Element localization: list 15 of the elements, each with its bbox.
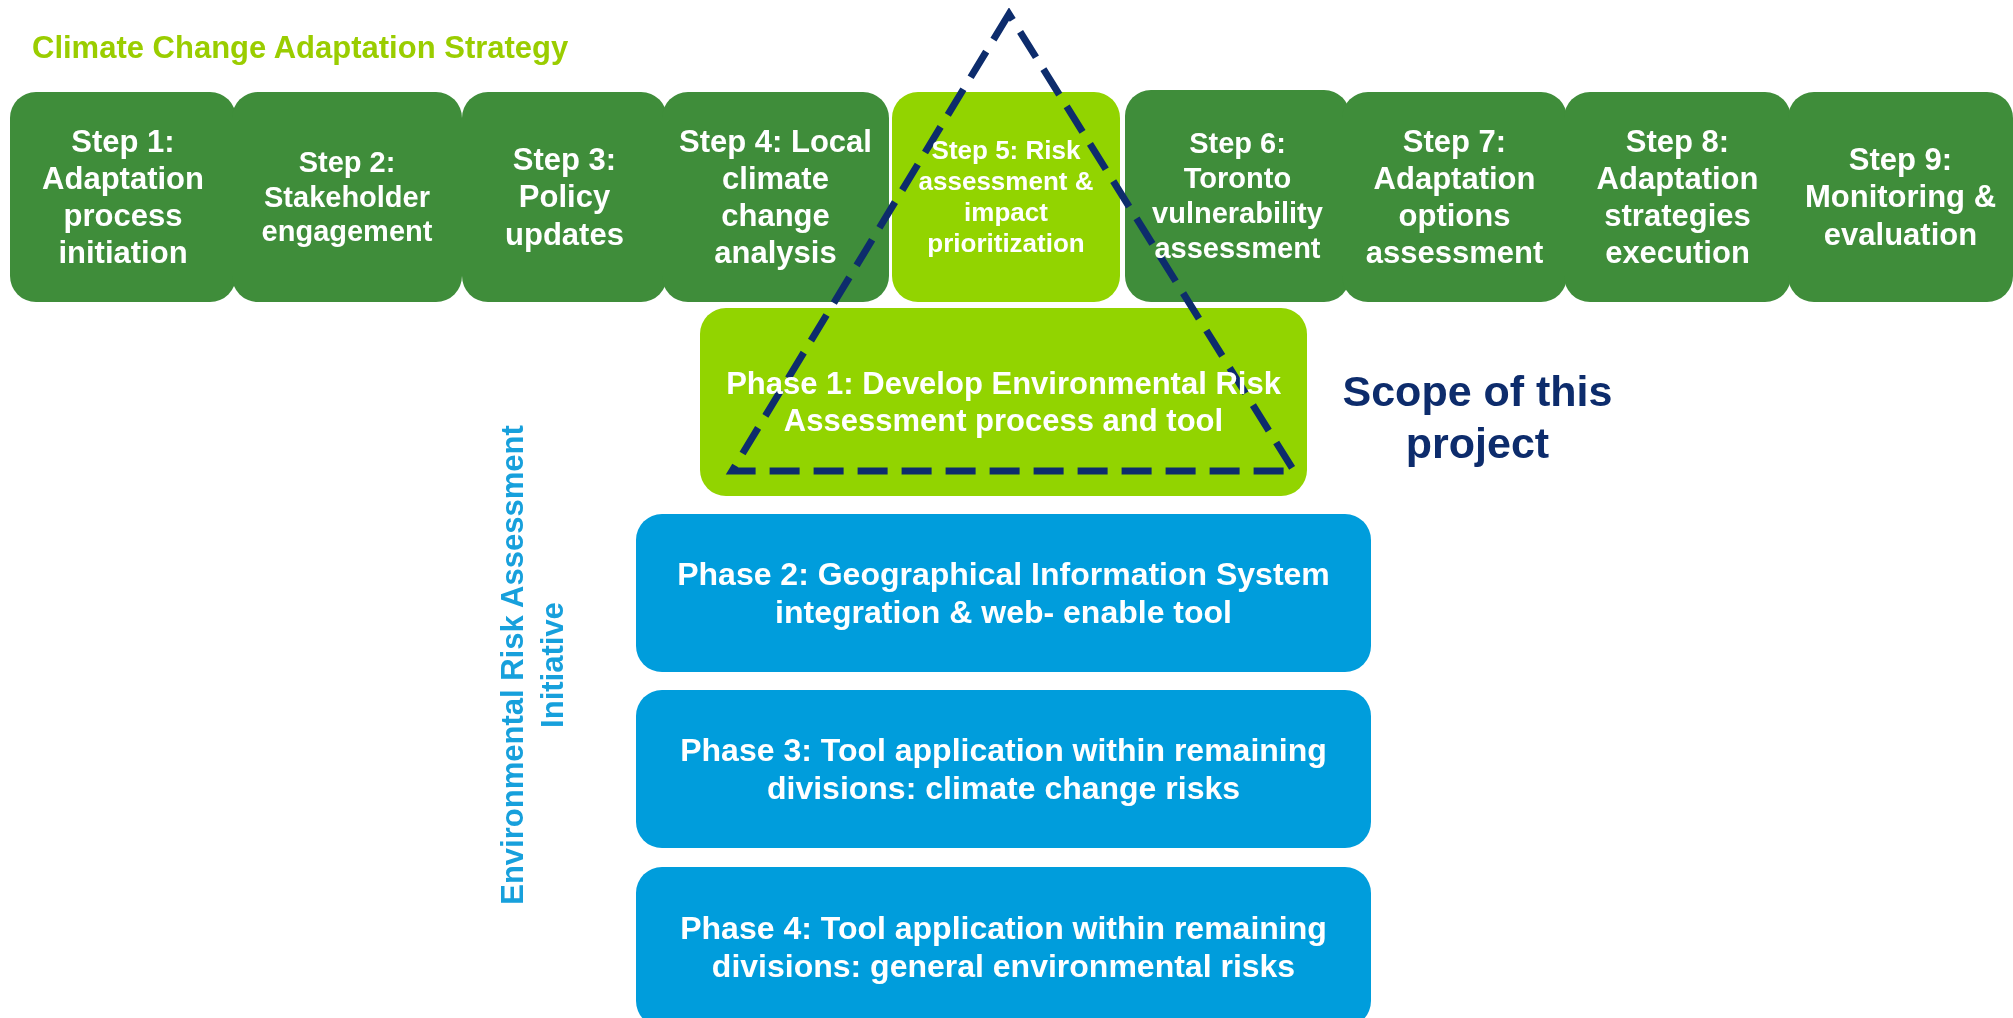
phase-label: Phase 4: Tool application within remaining divisions: general environmental risks: [679, 908, 1328, 986]
step-label: Step 6: Toronto vulnerability assessment: [1151, 126, 1324, 266]
scope-label: Scope of this project: [1341, 366, 1614, 469]
step-label: Step 8: Adaptation strategies execution: [1595, 122, 1760, 272]
step-label: Step 1: Adaptation process initiation: [41, 122, 205, 272]
step-label: Step 3: Policy updates: [504, 141, 625, 253]
step-label: Step 9: Monitoring & evaluation: [1803, 141, 1998, 253]
side-label: Environmental Risk Assessment Initiative: [493, 424, 571, 907]
step-label: Step 2: Stakeholder engagement: [260, 144, 434, 250]
step-label: Step 7: Adaptation options assessment: [1364, 122, 1545, 272]
step-label: Step 4: Local climate change analysis: [678, 122, 873, 272]
phase-label: Phase 2: Geographical Information System integration & web- enable tool: [676, 554, 1331, 632]
phase-label: Phase 3: Tool application within remaining divisions: climate change risks: [679, 730, 1328, 808]
title: Climate Change Adaptation Strategy: [32, 30, 569, 66]
step-label: Step 5: Risk assessment & impact prioritization: [917, 134, 1095, 260]
